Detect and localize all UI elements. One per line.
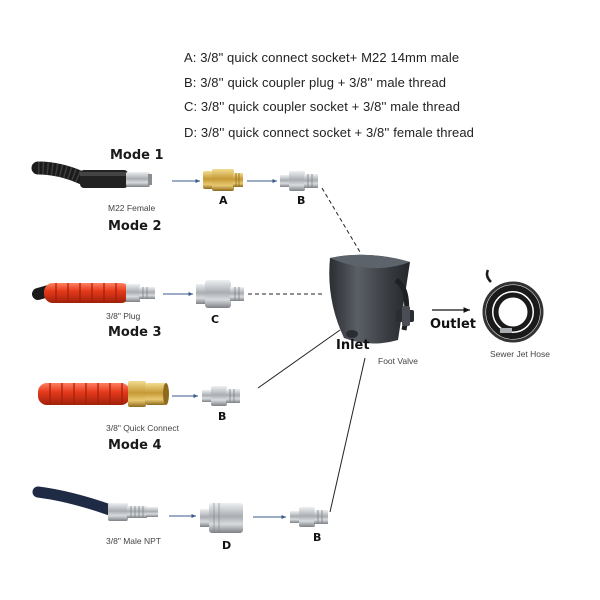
fitting-c-steel-socket: [196, 280, 244, 308]
letter-b-1: B: [297, 194, 306, 207]
legend-line-a: A: 3/8" quick connect socket+ M22 14mm m…: [184, 50, 460, 65]
caption-quick-connect: 3/8" Quick Connect: [106, 423, 179, 433]
line-b2-valve: [257, 329, 341, 389]
mode2-red-hose: [32, 283, 155, 303]
outlet-label: Outlet: [430, 317, 477, 332]
letter-c: C: [211, 313, 220, 326]
inlet-label: Inlet: [336, 338, 370, 353]
mode-1-label: Mode 1: [110, 148, 164, 163]
letter-d: D: [222, 539, 232, 552]
foot-valve: [329, 254, 414, 344]
mode4-navy-hose: [32, 486, 158, 521]
mode3-red-hose: [38, 381, 169, 407]
fitting-b3-steel-plug: [290, 507, 328, 527]
letter-b-3: B: [313, 531, 322, 544]
fitting-b1-steel-plug: [280, 171, 318, 191]
letter-b-2: B: [218, 410, 227, 423]
caption-sewer-jet-hose: Sewer Jet Hose: [490, 349, 550, 359]
fitting-a-brass-socket: [203, 169, 243, 191]
legend-line-c: C: 3/8'' quick coupler socket + 3/8'' ma…: [184, 99, 461, 114]
caption-foot-valve: Foot Valve: [378, 356, 419, 366]
fitting-d-steel-socket: [200, 503, 243, 533]
letter-a: A: [219, 194, 228, 207]
mode1-black-hose: [31, 161, 152, 188]
sewer-jet-hose-coil: [482, 269, 544, 343]
caption-male-npt: 3/8" Male NPT: [106, 536, 161, 546]
mode-4-label: Mode 4: [108, 438, 162, 453]
mode-2-label: Mode 2: [108, 219, 162, 234]
line-b3-valve: [329, 357, 366, 513]
caption-plug: 3/8" Plug: [106, 311, 141, 321]
legend-line-d: D: 3/8'' quick connect socket + 3/8'' fe…: [184, 125, 474, 140]
caption-m22-female: M22 Female: [108, 203, 156, 213]
fitting-b2-steel-plug: [202, 386, 240, 406]
dash-b1-valve: [321, 187, 361, 253]
legend-line-b: B: 3/8'' quick coupler plug + 3/8'' male…: [184, 75, 447, 90]
mode-3-label: Mode 3: [108, 325, 162, 340]
